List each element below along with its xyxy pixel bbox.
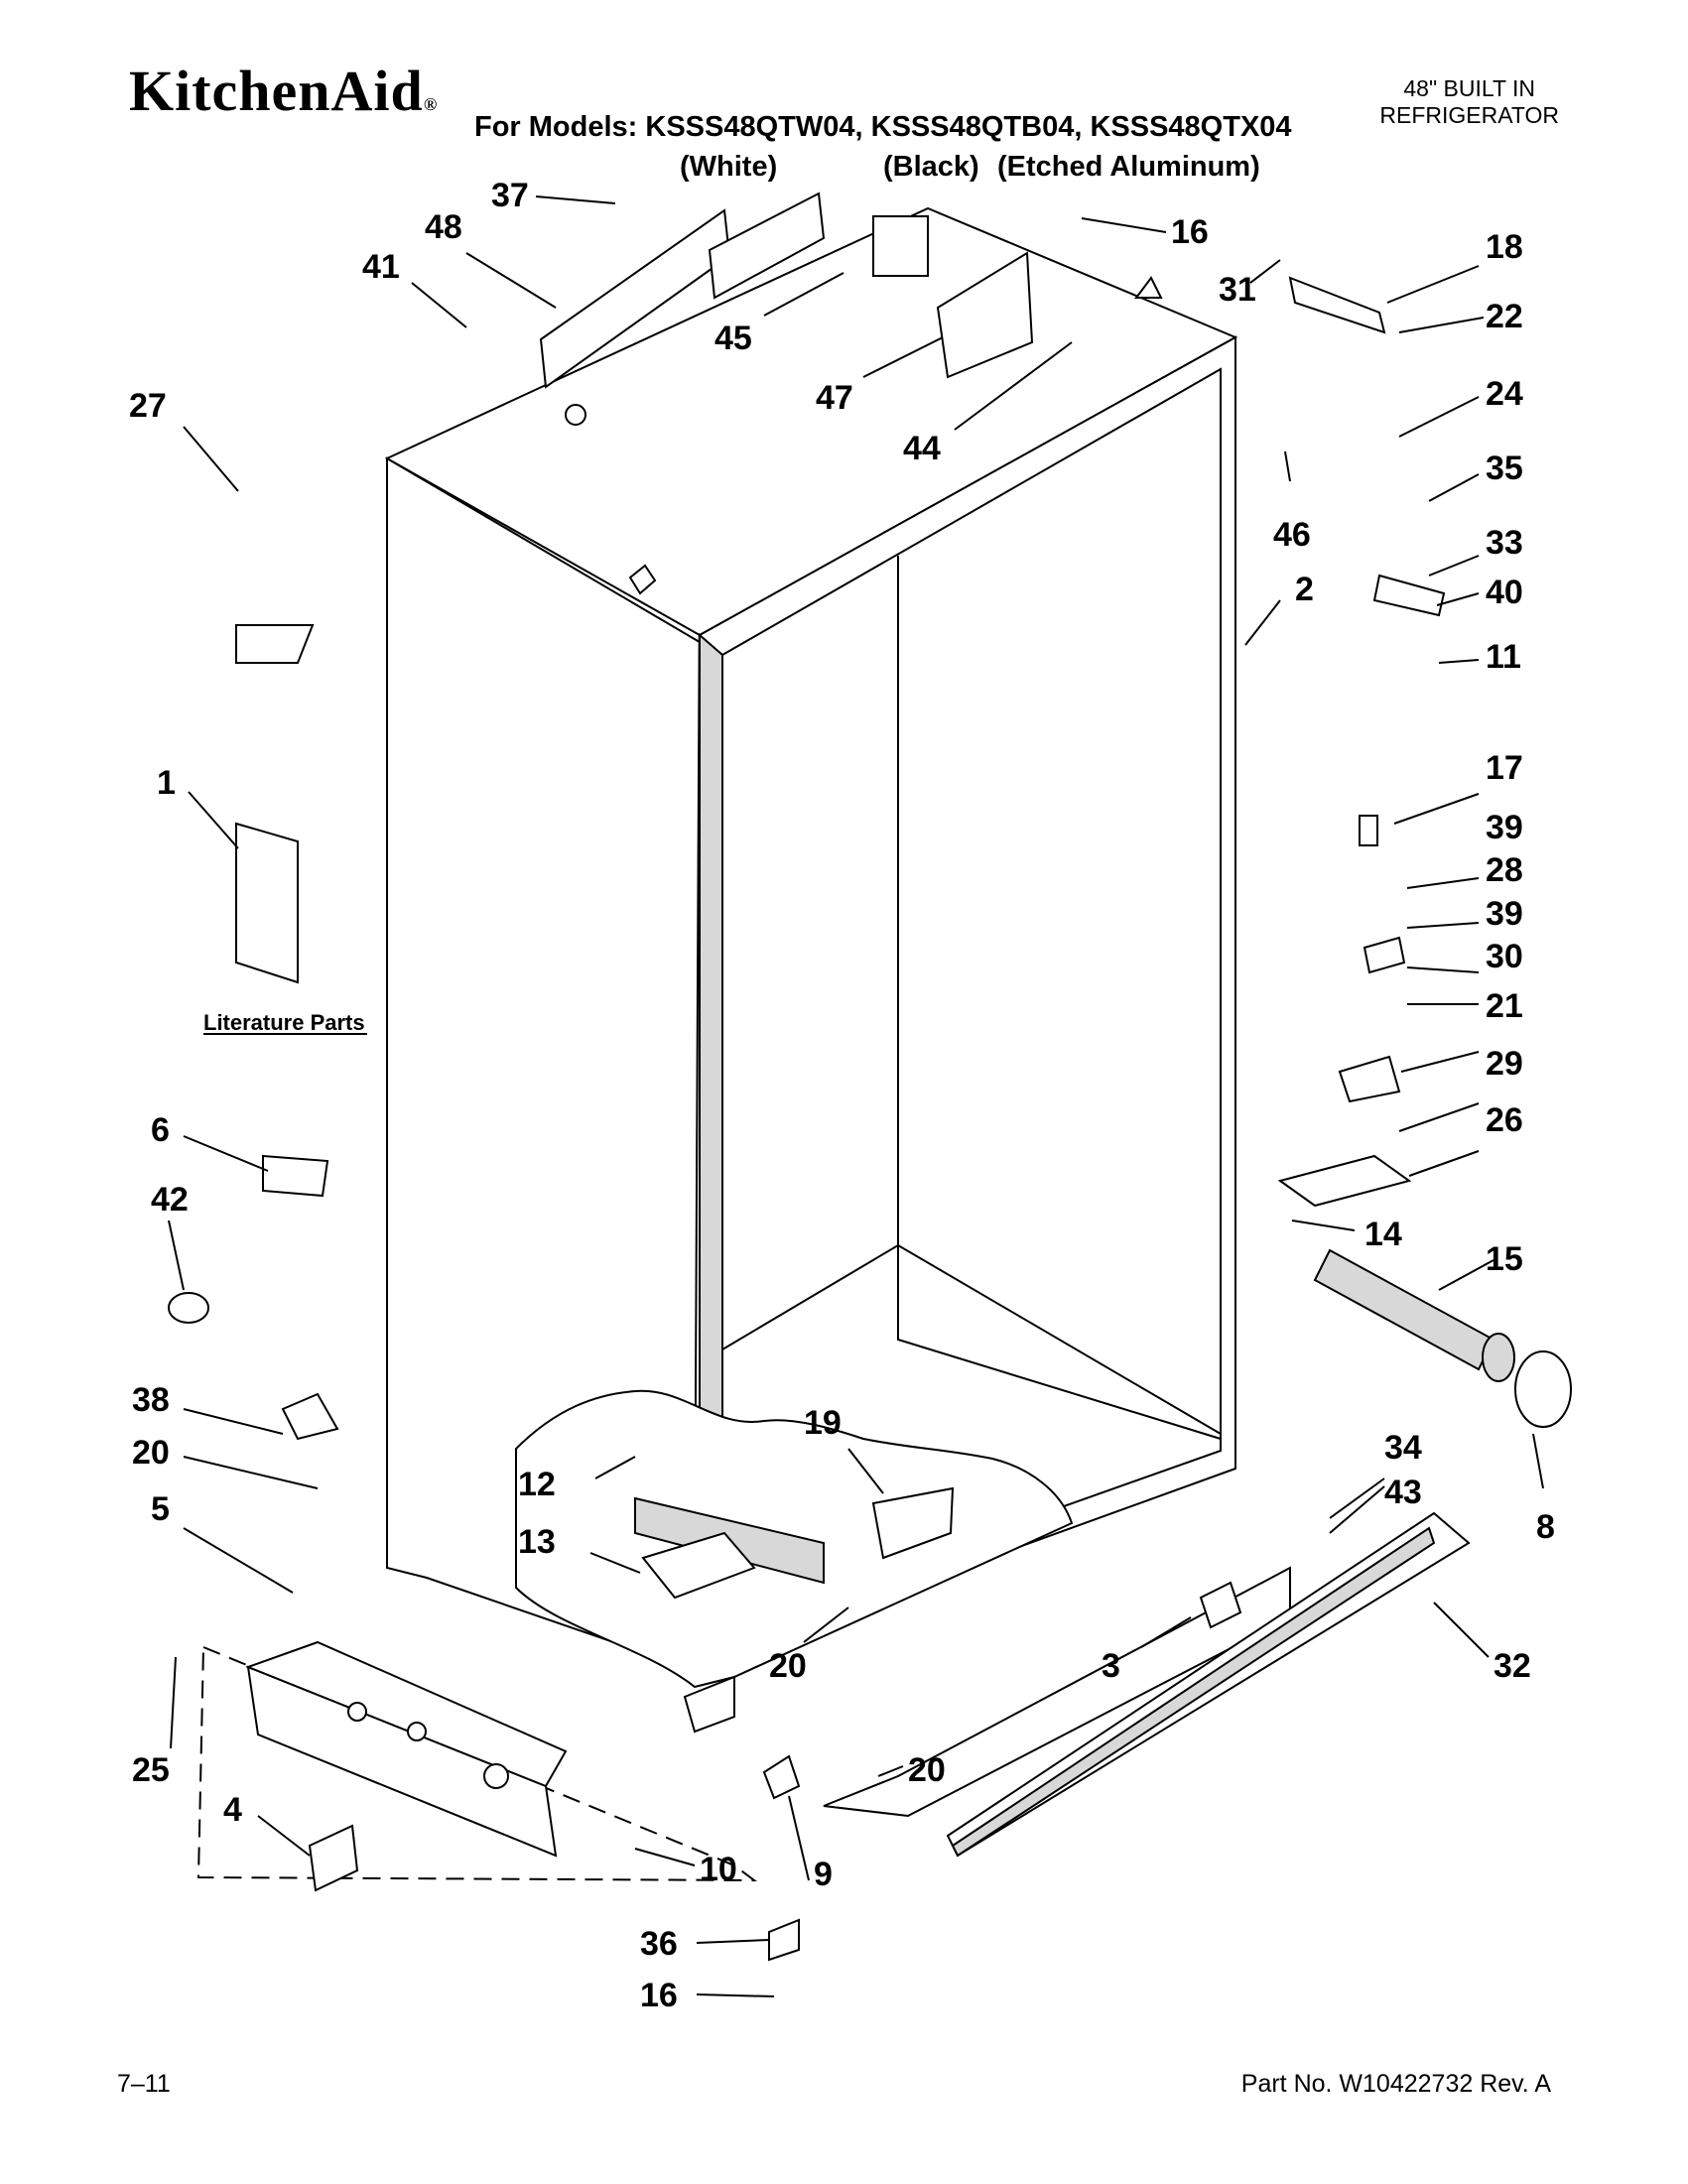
callout-43: 43 — [1384, 1474, 1422, 1511]
callout-41: 41 — [362, 248, 400, 286]
callout-8: 8 — [1536, 1508, 1555, 1546]
cabinet-body — [384, 206, 1238, 1679]
callout-1: 1 — [157, 764, 176, 802]
callout-25: 25 — [132, 1751, 170, 1789]
callout-19: 19 — [804, 1404, 842, 1442]
product-type-line1: 48" BUILT IN — [1403, 75, 1535, 101]
callout-20-center: 20 — [769, 1647, 807, 1685]
loose-parts — [168, 624, 1242, 1962]
callout-29: 29 — [1486, 1045, 1523, 1083]
callout-15: 15 — [1486, 1240, 1523, 1278]
callout-45: 45 — [714, 320, 752, 357]
callout-38: 38 — [132, 1381, 170, 1419]
callout-42: 42 — [151, 1181, 189, 1219]
callout-16-top: 16 — [1171, 213, 1209, 251]
callout-11: 11 — [1486, 638, 1521, 676]
callout-2: 2 — [1295, 571, 1314, 608]
callout-3: 3 — [1102, 1647, 1120, 1685]
water-filter — [1313, 1248, 1572, 1428]
cutaway-bottom — [515, 1389, 1074, 1734]
callout-6: 6 — [151, 1111, 170, 1149]
base-assembly — [196, 1640, 758, 1882]
part-number: Part No. W10422732 Rev. A — [1240, 2070, 1551, 2098]
brand-logo: KitchenAid® — [129, 59, 439, 123]
callout-24: 24 — [1486, 375, 1523, 413]
callout-48: 48 — [425, 208, 462, 246]
callout-39-upper: 39 — [1486, 809, 1523, 846]
callout-18: 18 — [1486, 228, 1523, 266]
callout-30: 30 — [1486, 938, 1523, 975]
models-line: For Models: KSSS48QTW04, KSSS48QTB04, KS… — [474, 111, 1292, 143]
callout-4: 4 — [223, 1791, 242, 1829]
variant-black: (Black) — [883, 151, 979, 183]
product-type-line2: REFRIGERATOR — [1379, 102, 1559, 128]
variant-white: (White) — [680, 151, 778, 183]
callout-39-lower: 39 — [1486, 895, 1523, 933]
callout-27: 27 — [129, 387, 167, 425]
callout-46: 46 — [1273, 516, 1311, 554]
page-number: 7–11 — [117, 2070, 171, 2098]
callout-28: 28 — [1486, 851, 1523, 889]
callout-20-right: 20 — [908, 1751, 946, 1789]
grille-assembly — [823, 1511, 1471, 1858]
callout-9: 9 — [814, 1856, 833, 1893]
callout-31: 31 — [1219, 271, 1256, 309]
leader-lines — [168, 195, 1544, 1997]
hinge-parts — [1277, 276, 1446, 1208]
callout-36: 36 — [640, 1925, 678, 1963]
top-parts — [539, 192, 1034, 389]
literature-parts-label: Literature Parts — [203, 1010, 365, 1035]
callout-26: 26 — [1486, 1101, 1523, 1139]
callout-17: 17 — [1486, 749, 1523, 787]
callout-47: 47 — [816, 379, 853, 417]
callout-20-left: 20 — [132, 1434, 170, 1472]
callout-21: 21 — [1486, 987, 1523, 1025]
callout-13: 13 — [518, 1523, 556, 1561]
callout-5: 5 — [151, 1490, 170, 1528]
variant-etched-aluminum: (Etched Aluminum) — [997, 151, 1260, 183]
callout-35: 35 — [1486, 450, 1523, 487]
callout-34: 34 — [1384, 1429, 1422, 1467]
callout-14: 14 — [1364, 1216, 1402, 1253]
callout-22: 22 — [1486, 298, 1523, 335]
product-type: 48" BUILT IN REFRIGERATOR — [1379, 75, 1559, 129]
callout-44: 44 — [903, 430, 941, 467]
callout-16-bottom: 16 — [640, 1977, 678, 2014]
callout-12: 12 — [518, 1466, 556, 1503]
callout-10: 10 — [700, 1851, 737, 1888]
callout-32: 32 — [1493, 1647, 1531, 1685]
callout-40: 40 — [1486, 574, 1523, 611]
callout-37: 37 — [491, 177, 529, 214]
callout-33: 33 — [1486, 524, 1523, 562]
